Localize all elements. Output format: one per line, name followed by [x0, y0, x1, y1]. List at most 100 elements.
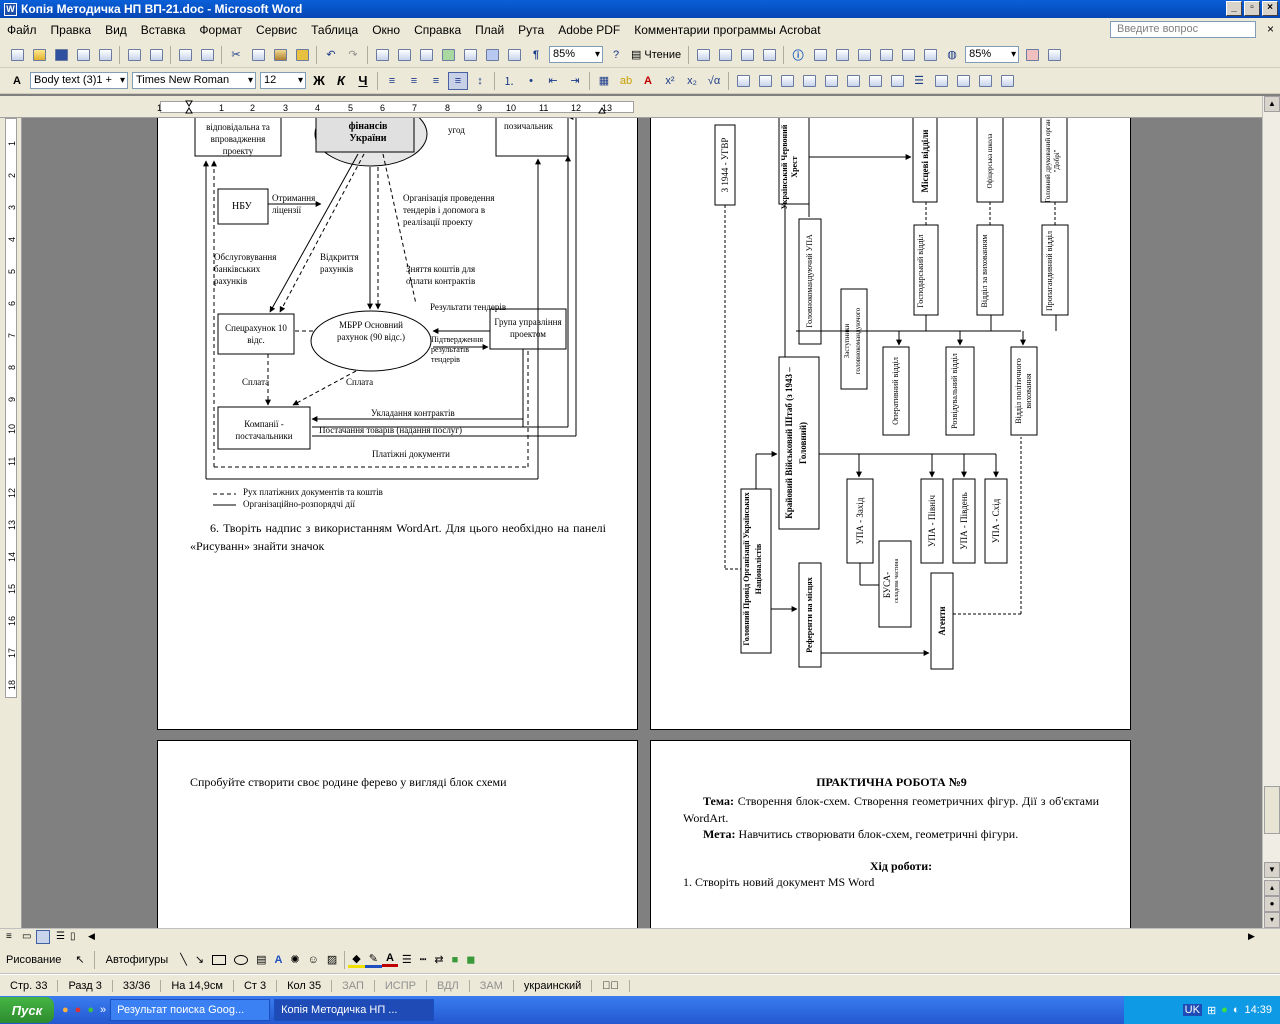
spelling-status-icon[interactable]: ✓⃞ [592, 979, 630, 992]
pdf-convert-icon[interactable] [1022, 46, 1042, 64]
show-hide-icon[interactable]: ¶ [532, 48, 540, 61]
scroll-up-icon[interactable]: ▲ [1264, 96, 1280, 112]
font-combo[interactable]: Times New Roman [132, 72, 256, 89]
pdf-email-icon[interactable] [1044, 46, 1064, 64]
align-center-icon[interactable]: ≡ [410, 74, 418, 87]
theme-paragraph[interactable]: Тема: Створення блок-схем. Створення гео… [683, 793, 1099, 827]
menu-insert[interactable]: Вставка [140, 23, 186, 37]
select-browse-icon[interactable]: ● [1264, 896, 1280, 912]
line-weight-icon[interactable]: ☰ [914, 75, 924, 87]
copy-icon[interactable] [248, 46, 268, 64]
wrap-icon[interactable] [931, 72, 951, 90]
normal-view-icon[interactable]: ≡ [6, 931, 12, 942]
wordart-icon[interactable]: A [274, 953, 283, 966]
highlight-icon[interactable]: ab [619, 74, 633, 87]
magic-icon[interactable] [898, 46, 918, 64]
paste-icon[interactable] [270, 46, 290, 64]
scroll-thumb[interactable] [1264, 786, 1280, 834]
spelling-icon[interactable] [175, 46, 195, 64]
textbox-icon[interactable]: ▤ [256, 954, 267, 966]
outline-view-icon[interactable]: ☰ [56, 931, 65, 942]
maximize-button[interactable]: ▫ [1244, 1, 1260, 16]
hyperlink-icon[interactable] [372, 46, 392, 64]
scroll-left-icon[interactable]: ◀ [88, 931, 95, 941]
research-icon[interactable] [197, 46, 217, 64]
save-icon[interactable] [51, 46, 71, 64]
tray-clock[interactable]: 14:39 [1244, 1004, 1272, 1016]
numbering-icon[interactable]: ⒈ [503, 75, 515, 88]
scroll-right-icon[interactable]: ▶ [1248, 931, 1255, 941]
menu-ruta[interactable]: Рута [518, 23, 545, 37]
new-document-icon[interactable] [7, 46, 27, 64]
justify-icon[interactable]: ≡ [448, 71, 468, 90]
menu-acrobat-comments[interactable]: Комментарии программы Acrobat [634, 23, 821, 37]
align-obj-icon[interactable] [777, 72, 797, 90]
menu-table[interactable]: Таблица [311, 23, 359, 37]
tray-antivirus-icon[interactable]: ● [1221, 1004, 1228, 1016]
vertical-scrollbar[interactable]: ▲ ▼ ▴ ● ▾ [1262, 96, 1280, 928]
print-preview-icon[interactable] [146, 46, 166, 64]
borders-icon[interactable]: ▦ [598, 75, 610, 87]
scroll-down-icon[interactable]: ▼ [1264, 862, 1280, 878]
font-size-combo[interactable]: 12 [260, 72, 306, 89]
cut-icon[interactable]: ✂ [231, 49, 241, 61]
document-area[interactable]: відповідальна та впровадження проекту фі… [22, 118, 1262, 928]
fill-color-icon[interactable]: ◆ [348, 952, 365, 968]
menu-plai[interactable]: Плай [475, 23, 505, 37]
decrease-indent-icon[interactable]: ⇤ [548, 75, 558, 87]
document-map-icon[interactable] [504, 46, 524, 64]
insert-picture-icon[interactable]: ▨ [326, 954, 338, 966]
web-view-icon[interactable]: ▭ [22, 931, 32, 942]
autoshapes-menu[interactable]: Автофигуры [105, 953, 169, 966]
shadow-icon[interactable]: ■ [451, 953, 459, 966]
globe-icon[interactable]: ◍ [947, 49, 957, 61]
start-button[interactable]: Пуск [0, 997, 54, 1023]
reading-view-icon[interactable]: ▯ [70, 931, 76, 942]
line-style-icon[interactable]: ☰ [401, 954, 412, 966]
status-overtype[interactable]: ЗАМ [470, 979, 514, 992]
paragraph-family-tree[interactable]: Спробуйте створити своє родине ферево у … [190, 775, 507, 789]
italic-button[interactable]: К [337, 72, 345, 88]
vertical-ruler[interactable]: 1 2 3 4 5 6 7 8 9 10 11 12 13 14 15 16 1… [0, 118, 22, 928]
bullets-icon[interactable]: • [529, 74, 533, 87]
menu-tools[interactable]: Сервис [256, 23, 298, 37]
clipart-icon[interactable]: ☺ [307, 953, 319, 966]
next-page-icon[interactable]: ▾ [1264, 912, 1280, 928]
brightness-icon[interactable] [975, 72, 995, 90]
undo-icon[interactable]: ↶ [326, 49, 336, 61]
close-document-icon[interactable]: × [1266, 22, 1274, 36]
formula-icon[interactable]: √α [707, 74, 721, 87]
comment-icon[interactable] [737, 46, 757, 64]
menu-help[interactable]: Справка [414, 23, 462, 37]
drawing-icon[interactable] [482, 46, 502, 64]
quicklaunch-more-icon[interactable]: » [99, 1004, 107, 1016]
read-button[interactable]: ▤Чтение [631, 48, 682, 62]
progress-heading[interactable]: Хід роботи: [869, 859, 933, 873]
info-icon[interactable]: ⓘ [792, 49, 804, 62]
group-icon[interactable] [821, 72, 841, 90]
insert-table-icon[interactable] [416, 46, 436, 64]
compress-icon[interactable] [953, 72, 973, 90]
crop-icon[interactable] [887, 72, 907, 90]
menu-view[interactable]: Вид [105, 23, 127, 37]
font-color-icon[interactable]: A [644, 74, 652, 87]
frame-icon[interactable] [876, 46, 896, 64]
print-icon-2[interactable] [810, 46, 830, 64]
drawing-menu[interactable]: Рисование [6, 953, 62, 966]
prev-page-icon[interactable]: ▴ [1264, 880, 1280, 896]
ask-question-input[interactable]: Введите вопрос [1110, 21, 1256, 38]
format-painter-icon[interactable] [292, 46, 312, 64]
styles-icon[interactable]: A [13, 74, 21, 87]
superscript-icon[interactable]: x² [665, 74, 675, 87]
zoom-combo-2[interactable]: 85% [965, 46, 1020, 63]
paragraph-step-6[interactable]: 6. Творіть надпис з використанням WordAr… [190, 521, 606, 553]
reviewing-icon[interactable] [693, 46, 713, 64]
email-icon[interactable] [95, 46, 115, 64]
language-indicator[interactable]: UK [1182, 1004, 1202, 1016]
dash-style-icon[interactable]: ┅ [419, 954, 427, 966]
insert-excel-icon[interactable] [438, 46, 458, 64]
tables-borders-icon[interactable] [394, 46, 414, 64]
tray-network-icon[interactable]: ⊞ [1206, 1004, 1217, 1017]
quicklaunch-chrome-icon[interactable]: ● [87, 1004, 94, 1016]
menu-adobe-pdf[interactable]: Adobe PDF [558, 23, 621, 37]
